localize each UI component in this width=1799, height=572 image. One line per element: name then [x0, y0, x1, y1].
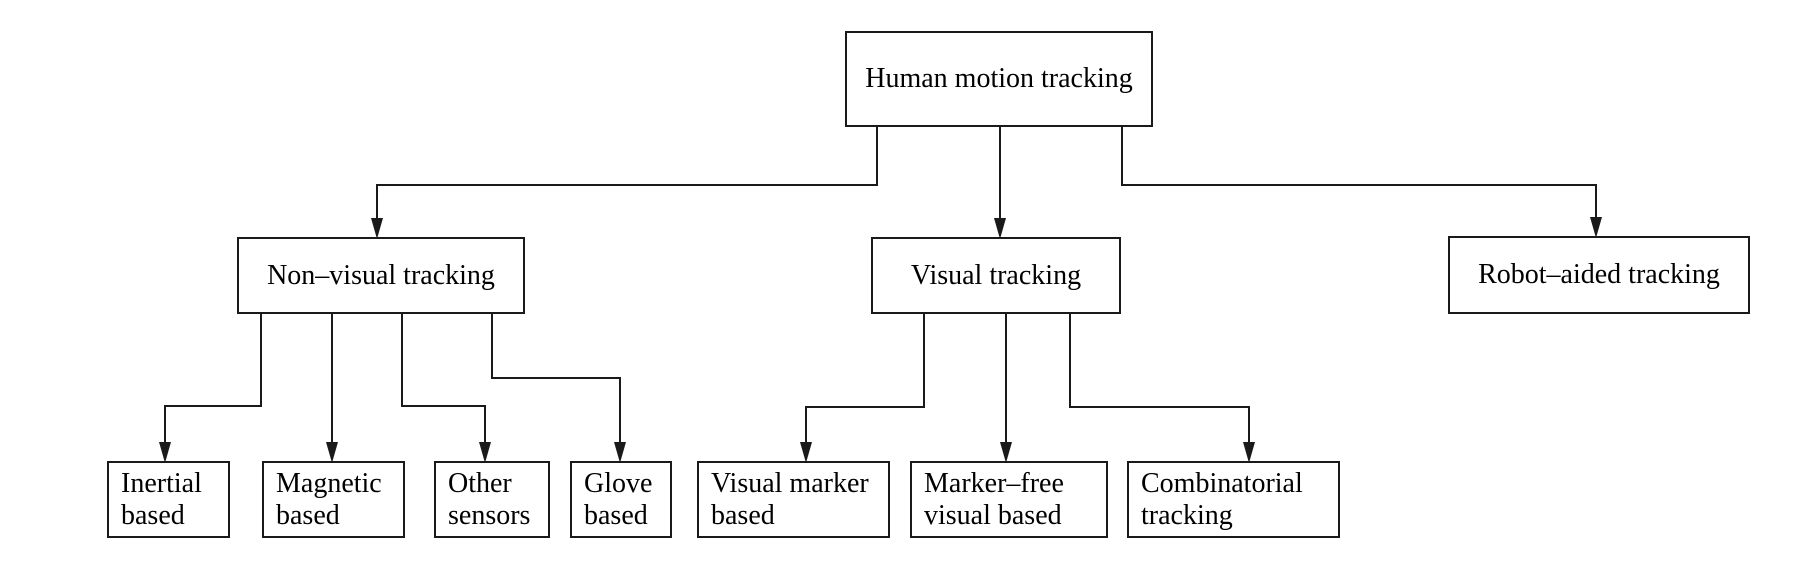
node-inertial-based: Inertial based: [107, 461, 230, 538]
node-label: Other: [448, 468, 512, 500]
node-glove-based: Glove based: [570, 461, 672, 538]
arrowhead-marker-free: [1000, 442, 1012, 463]
edge-visual-to-visual-marker: [805, 314, 925, 442]
node-label: based: [711, 499, 775, 531]
arrowhead-magnetic: [326, 442, 338, 463]
node-robot-aided-tracking: Robot–aided tracking: [1448, 236, 1750, 314]
node-magnetic-based: Magnetic based: [262, 461, 405, 538]
node-label: Visual tracking: [910, 259, 1082, 291]
node-marker-free-visual-based: Marker–free visual based: [910, 461, 1108, 538]
edge-non-visual-to-glove: [491, 314, 621, 442]
node-label: Glove: [584, 468, 653, 500]
node-label: visual based: [924, 499, 1062, 531]
arrowhead-robot-aided: [1590, 217, 1602, 238]
node-other-sensors: Other sensors: [434, 461, 550, 538]
arrowhead-non-visual: [371, 218, 383, 239]
node-human-motion-tracking: Human motion tracking: [845, 31, 1153, 127]
node-label: Combinatorial: [1141, 468, 1303, 500]
node-label: Magnetic: [276, 468, 382, 500]
arrowhead-inertial: [159, 442, 171, 463]
node-label: Inertial: [121, 468, 202, 500]
node-label: based: [276, 499, 340, 531]
edge-human-to-non-visual: [376, 127, 878, 218]
node-label: Visual marker: [711, 468, 869, 500]
node-label: sensors: [448, 499, 531, 531]
arrowhead-glove: [614, 442, 626, 463]
node-label: based: [121, 499, 185, 531]
arrowhead-visual: [994, 218, 1006, 239]
node-visual-marker-based: Visual marker based: [697, 461, 890, 538]
node-label: Non–visual tracking: [267, 259, 495, 291]
arrowhead-combinatorial: [1243, 442, 1255, 463]
node-label: Marker–free: [924, 468, 1064, 500]
edge-human-to-robot-aided: [1121, 127, 1597, 217]
node-non-visual-tracking: Non–visual tracking: [237, 237, 525, 314]
arrowhead-other-sensors: [479, 442, 491, 463]
node-combinatorial-tracking: Combinatorial tracking: [1127, 461, 1340, 538]
arrowhead-visual-marker: [800, 442, 812, 463]
node-label: based: [584, 499, 648, 531]
edge-non-visual-to-other-sensors: [401, 314, 486, 442]
node-label: Robot–aided tracking: [1478, 259, 1720, 291]
node-label: tracking: [1141, 499, 1233, 531]
edge-visual-to-combinatorial: [1069, 314, 1250, 442]
edge-non-visual-to-inertial: [164, 314, 262, 442]
node-visual-tracking: Visual tracking: [871, 237, 1121, 314]
node-label: Human motion tracking: [865, 63, 1133, 95]
